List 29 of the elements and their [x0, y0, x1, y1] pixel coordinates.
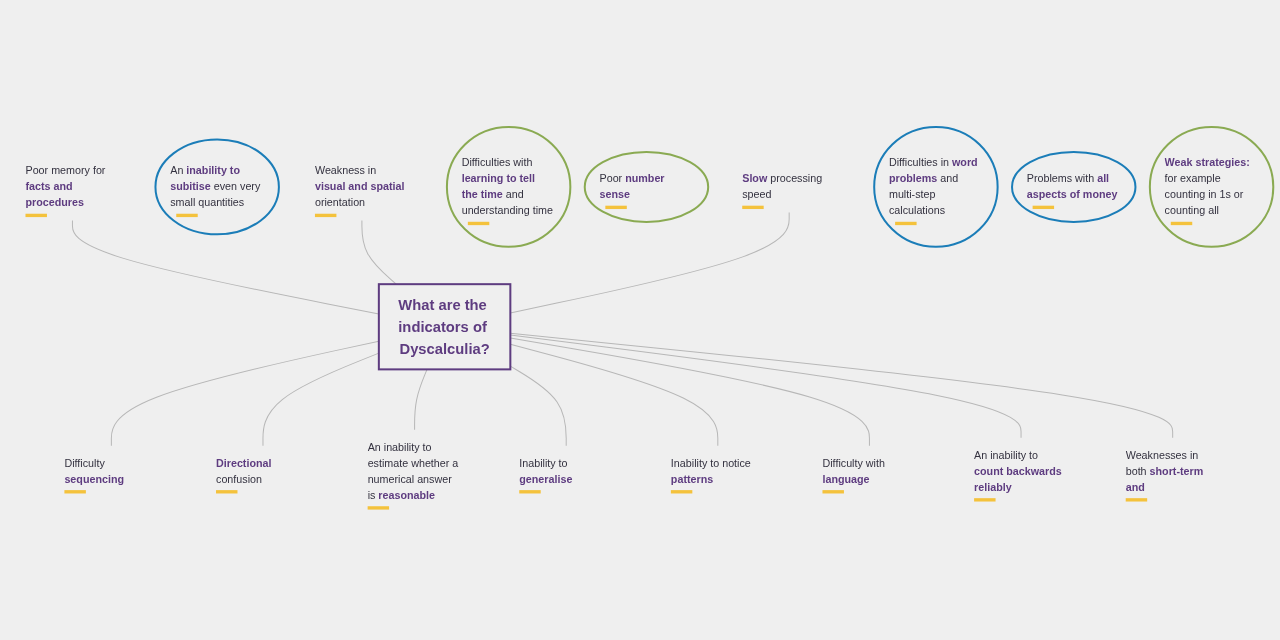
node-label: An inability to count backwards reliably [974, 449, 1062, 493]
connector [110, 340, 380, 447]
node-label: Weakness in visual and spatial orientation [314, 164, 405, 209]
node-label: Directional confusion [216, 457, 272, 485]
node-label: An inability to estimate whether a numerical answer is reasonable [367, 441, 459, 501]
node-box: What are the indicators of Dyscalculia? [377, 283, 512, 371]
node-label: Problems with all aspects of money [1026, 172, 1118, 201]
node-label: Difficulty with language [822, 457, 885, 485]
node-label: An inability to subitise even very small quantities [170, 164, 261, 209]
node-label: Poor memory for facts and procedures [25, 164, 106, 209]
connector [361, 219, 397, 285]
connector [262, 352, 380, 447]
connector [509, 211, 790, 314]
node-label: Slow processing speed [742, 172, 823, 201]
node-label: Difficulties with learning to tell the time and understanding time [461, 156, 553, 217]
connector [71, 219, 380, 315]
node-label: Weak strategies: for example counting in 1s or counting all [1164, 156, 1250, 217]
connector [509, 332, 1174, 439]
connector [414, 368, 428, 431]
node-label: Inability to generalise [519, 457, 573, 485]
node-label: Difficulties in word problems and multi-step calculations [888, 156, 978, 217]
node-label: Difficulty sequencing [64, 457, 125, 485]
connector [509, 334, 1022, 439]
node-label: Poor number sense [599, 172, 665, 201]
connector [509, 365, 567, 447]
node-label: Weaknesses in both short-term and [1125, 449, 1204, 493]
connector [509, 337, 870, 447]
node-label: Inability to notice patterns [670, 457, 751, 485]
connector [509, 343, 719, 447]
